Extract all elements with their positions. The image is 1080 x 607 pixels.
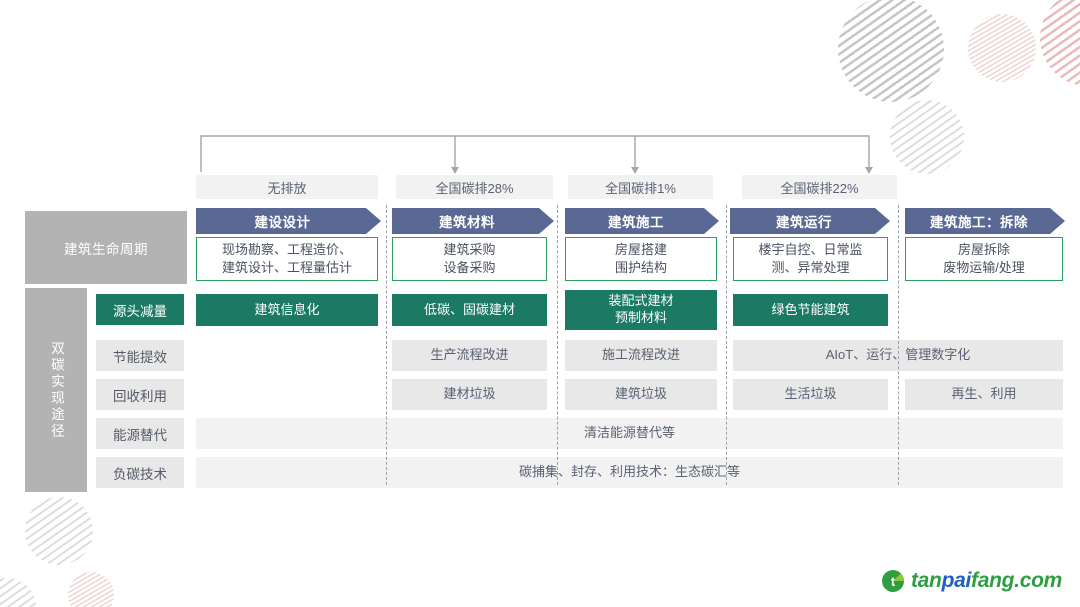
- stage-banner-construction[interactable]: 建筑施工: [565, 208, 719, 234]
- decorative-circle-striped-gray-bl: [0, 578, 36, 607]
- column-separator-2: [557, 205, 558, 485]
- matrix-cell-energy-substitution-full[interactable]: 清洁能源替代等: [196, 418, 1063, 449]
- row-label-efficiency[interactable]: 节能提效: [96, 340, 184, 371]
- stage-description-operation: 楼宇自控、日常监测、异常处理: [733, 237, 888, 281]
- emission-label-col-1: 无排放: [196, 175, 378, 199]
- column-separator-1: [386, 205, 387, 485]
- matrix-cell-source-reduction-col-3[interactable]: 装配式建材预制材料: [565, 290, 717, 330]
- stage-description-materials: 建筑采购设备采购: [392, 237, 547, 281]
- stage-banner-design[interactable]: 建设设计: [196, 208, 381, 234]
- bracket-connector: [200, 135, 873, 174]
- emission-label-col-4: 全国碳排22%: [742, 175, 897, 199]
- logo-word-fang: fang.com: [971, 569, 1062, 592]
- emission-label-col-2: 全国碳排28%: [396, 175, 553, 199]
- row-label-energy-substitution[interactable]: 能源替代: [96, 418, 184, 449]
- matrix-cell-efficiency-col-2[interactable]: 生产流程改进: [392, 340, 547, 371]
- matrix-cell-negative-carbon-full[interactable]: 碳捕集、封存、利用技术：生态碳汇等: [196, 457, 1063, 488]
- dual-carbon-header-label: 双碳实现途径: [25, 288, 87, 492]
- decorative-circle-striped-gray-left: [25, 497, 93, 565]
- matrix-cell-recycling-col-3[interactable]: 建筑垃圾: [565, 379, 717, 410]
- leaf-icon: t: [881, 570, 904, 592]
- lifecycle-header-label: 建筑生命周期: [25, 211, 187, 284]
- matrix-cell-recycling-col-4[interactable]: 生活垃圾: [733, 379, 888, 410]
- site-logo[interactable]: t tanpaifang.com: [881, 569, 1062, 593]
- row-label-negative-carbon[interactable]: 负碳技术: [96, 457, 184, 488]
- decorative-circle-dotted-pink-left: [68, 572, 114, 607]
- matrix-cell-recycling-col-5[interactable]: 再生、利用: [905, 379, 1063, 410]
- matrix-cell-source-reduction-col-2[interactable]: 低碳、固碳建材: [392, 294, 547, 326]
- logo-wordmark: tanpaifang.com: [911, 569, 1062, 593]
- row-label-source-reduction[interactable]: 源头减量: [96, 294, 184, 325]
- stage-banner-demolition[interactable]: 建筑施工：拆除: [905, 208, 1065, 234]
- decorative-circle-striped-gray-mid: [890, 100, 964, 174]
- column-separator-3: [726, 205, 727, 485]
- stage-description-construction: 房屋搭建围护结构: [565, 237, 717, 281]
- decorative-circle-striped-gray-top: [838, 0, 944, 102]
- stage-description-design: 现场勘察、工程造价、建筑设计、工程量估计: [196, 237, 378, 281]
- matrix-cell-source-reduction-col-4[interactable]: 绿色节能建筑: [733, 294, 888, 326]
- column-separator-4: [898, 205, 899, 485]
- logo-word-tan: tan: [910, 569, 942, 592]
- matrix-cell-source-reduction-col-1[interactable]: 建筑信息化: [196, 294, 378, 326]
- stage-banner-operation[interactable]: 建筑运行: [730, 208, 890, 234]
- emission-label-col-3: 全国碳排1%: [568, 175, 713, 199]
- decorative-circle-striped-pink-top: [1040, 0, 1080, 86]
- decorative-circle-dotted-pink-top: [968, 14, 1036, 82]
- stage-banner-materials[interactable]: 建筑材料: [392, 208, 554, 234]
- matrix-cell-efficiency-col-3[interactable]: 施工流程改进: [565, 340, 717, 371]
- row-label-recycling[interactable]: 回收利用: [96, 379, 184, 410]
- logo-word-pai: pai: [941, 569, 972, 592]
- matrix-cell-recycling-col-2[interactable]: 建材垃圾: [392, 379, 547, 410]
- stage-description-demolition: 房屋拆除废物运输/处理: [905, 237, 1063, 281]
